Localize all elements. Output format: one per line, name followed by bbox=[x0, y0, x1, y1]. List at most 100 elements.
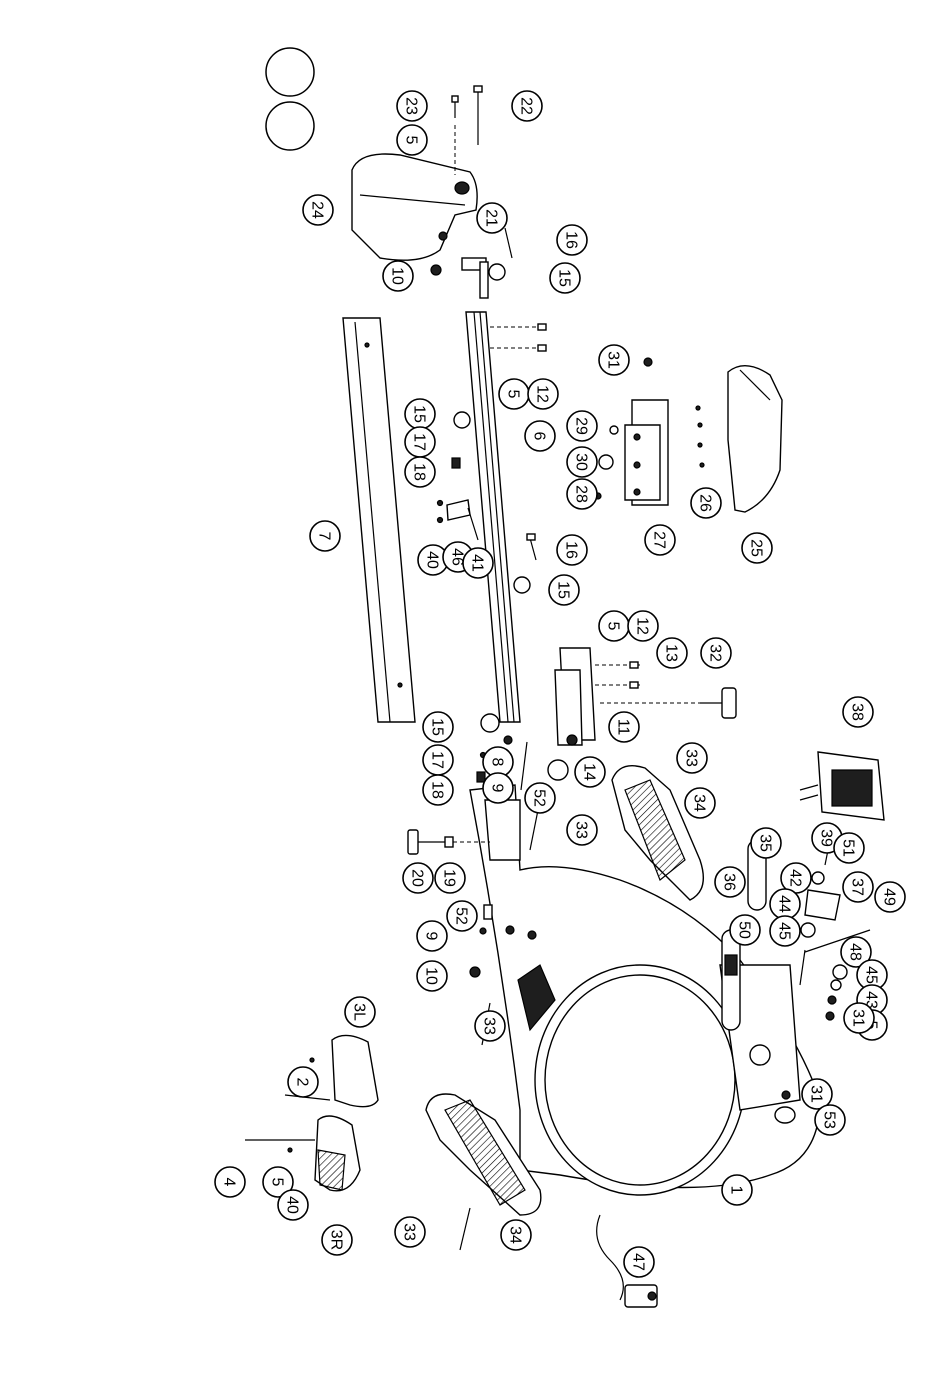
callout-c53: 53 bbox=[815, 1105, 845, 1135]
part-6-frame-tube bbox=[466, 312, 546, 722]
roller-group-top bbox=[438, 412, 479, 540]
callout-c17a: 17 bbox=[405, 427, 435, 457]
callout-label: 15 bbox=[411, 405, 428, 423]
callout-c33c: 33 bbox=[475, 1011, 505, 1041]
callout-label: 17 bbox=[411, 433, 428, 451]
callout-c15b: 15 bbox=[405, 399, 435, 429]
part-24-cover bbox=[352, 154, 477, 260]
callout-label: 15 bbox=[555, 581, 572, 599]
callout-label: 37 bbox=[849, 878, 866, 896]
callout-label: 15 bbox=[429, 718, 446, 736]
callout-label: 34 bbox=[691, 794, 708, 812]
callout-c17b: 17 bbox=[423, 745, 453, 775]
callout-c3l: 3L bbox=[345, 997, 375, 1027]
callout-label: 52 bbox=[453, 907, 470, 925]
callout-label: 17 bbox=[429, 751, 446, 769]
callout-c10a: 10 bbox=[383, 261, 413, 291]
callout-c14: 14 bbox=[575, 757, 605, 787]
callout-c13: 13 bbox=[657, 638, 687, 668]
callout-c1: 1 bbox=[722, 1175, 752, 1205]
callout-label: 27 bbox=[651, 531, 668, 549]
callout-label: 28 bbox=[573, 485, 590, 503]
callout-c10b: 10 bbox=[417, 961, 447, 991]
callout-label: 25 bbox=[748, 539, 765, 557]
callout-label: 52 bbox=[531, 789, 548, 807]
callout-c12a: 12 bbox=[528, 379, 558, 409]
callout-label: 24 bbox=[309, 201, 326, 219]
callout-label: 5 bbox=[403, 136, 420, 145]
callout-c16b: 16 bbox=[557, 535, 587, 565]
callout-c26: 26 bbox=[691, 488, 721, 518]
callout-label: 14 bbox=[581, 763, 598, 781]
callout-label: 9 bbox=[423, 932, 440, 941]
callout-label: 5 bbox=[269, 1178, 286, 1187]
callout-label: 38 bbox=[849, 703, 866, 721]
callout-c28: 28 bbox=[567, 479, 597, 509]
roller-15-16-mid bbox=[514, 534, 536, 593]
callout-label: 31 bbox=[605, 351, 622, 369]
callout-c19: 19 bbox=[435, 863, 465, 893]
callout-label: 12 bbox=[634, 617, 651, 635]
callout-c15a: 15 bbox=[550, 263, 580, 293]
callout-c35: 35 bbox=[751, 828, 781, 858]
callout-label: 32 bbox=[707, 644, 724, 662]
callout-label: 31 bbox=[850, 1009, 867, 1027]
callout-label: 33 bbox=[683, 749, 700, 767]
callout-c23: 23 bbox=[397, 91, 427, 121]
callout-c16a: 16 bbox=[557, 225, 587, 255]
callout-c20: 20 bbox=[403, 863, 433, 893]
callout-label: 35 bbox=[757, 834, 774, 852]
callout-c38: 38 bbox=[843, 697, 873, 727]
callout-label: 31 bbox=[808, 1085, 825, 1103]
callout-label: 20 bbox=[409, 869, 426, 887]
callout-label: 48 bbox=[847, 943, 864, 961]
callout-label: 23 bbox=[403, 97, 420, 115]
part-34-pedal-right bbox=[612, 766, 703, 900]
callout-c9a: 9 bbox=[483, 773, 513, 803]
callout-label: 5 bbox=[505, 390, 522, 399]
callout-c34b: 34 bbox=[501, 1220, 531, 1250]
callout-c33b: 33 bbox=[677, 743, 707, 773]
callout-label: 47 bbox=[630, 1253, 647, 1271]
callout-label: 8 bbox=[489, 758, 506, 767]
part-38-console bbox=[800, 752, 884, 820]
callout-label: 29 bbox=[573, 417, 590, 435]
callout-c31b: 31 bbox=[844, 1003, 874, 1033]
callout-label: 3L bbox=[351, 1003, 368, 1021]
callout-label: 2 bbox=[294, 1078, 311, 1087]
callout-label: 33 bbox=[573, 821, 590, 839]
callout-c15c: 15 bbox=[549, 575, 579, 605]
callout-label: 7 bbox=[316, 532, 333, 541]
callout-c21: 21 bbox=[477, 203, 507, 233]
callout-label: 5 bbox=[605, 622, 622, 631]
part-7-rail bbox=[343, 318, 415, 722]
callout-c32: 32 bbox=[701, 638, 731, 668]
callout-label: 13 bbox=[663, 644, 680, 662]
callout-label: 44 bbox=[776, 895, 793, 913]
callout-label: 45 bbox=[776, 922, 793, 940]
callout-c27: 27 bbox=[645, 525, 675, 555]
callout-c18a: 18 bbox=[405, 457, 435, 487]
callout-c18b: 18 bbox=[423, 775, 453, 805]
callout-label: 40 bbox=[424, 551, 441, 569]
callout-label: 21 bbox=[483, 209, 500, 227]
callout-label: 16 bbox=[563, 541, 580, 559]
callout-c36: 36 bbox=[715, 867, 745, 897]
callout-c33d: 33 bbox=[395, 1217, 425, 1247]
callout-c52a: 52 bbox=[525, 783, 555, 813]
callout-c5b: 5 bbox=[499, 379, 529, 409]
callout-c33a: 33 bbox=[567, 815, 597, 845]
callout-c22: 22 bbox=[512, 91, 542, 121]
callout-c6: 6 bbox=[525, 421, 555, 451]
callout-label: 41 bbox=[469, 554, 486, 572]
callout-c40b: 40 bbox=[278, 1190, 308, 1220]
callout-label: 53 bbox=[821, 1111, 838, 1129]
callout-c12b: 12 bbox=[628, 611, 658, 641]
callout-c44: 44 bbox=[770, 889, 800, 919]
callout-c4: 4 bbox=[215, 1167, 245, 1197]
callout-c11: 11 bbox=[609, 712, 639, 742]
callout-c7: 7 bbox=[310, 521, 340, 551]
callout-label: 50 bbox=[736, 921, 753, 939]
callout-label: 39 bbox=[818, 829, 835, 847]
